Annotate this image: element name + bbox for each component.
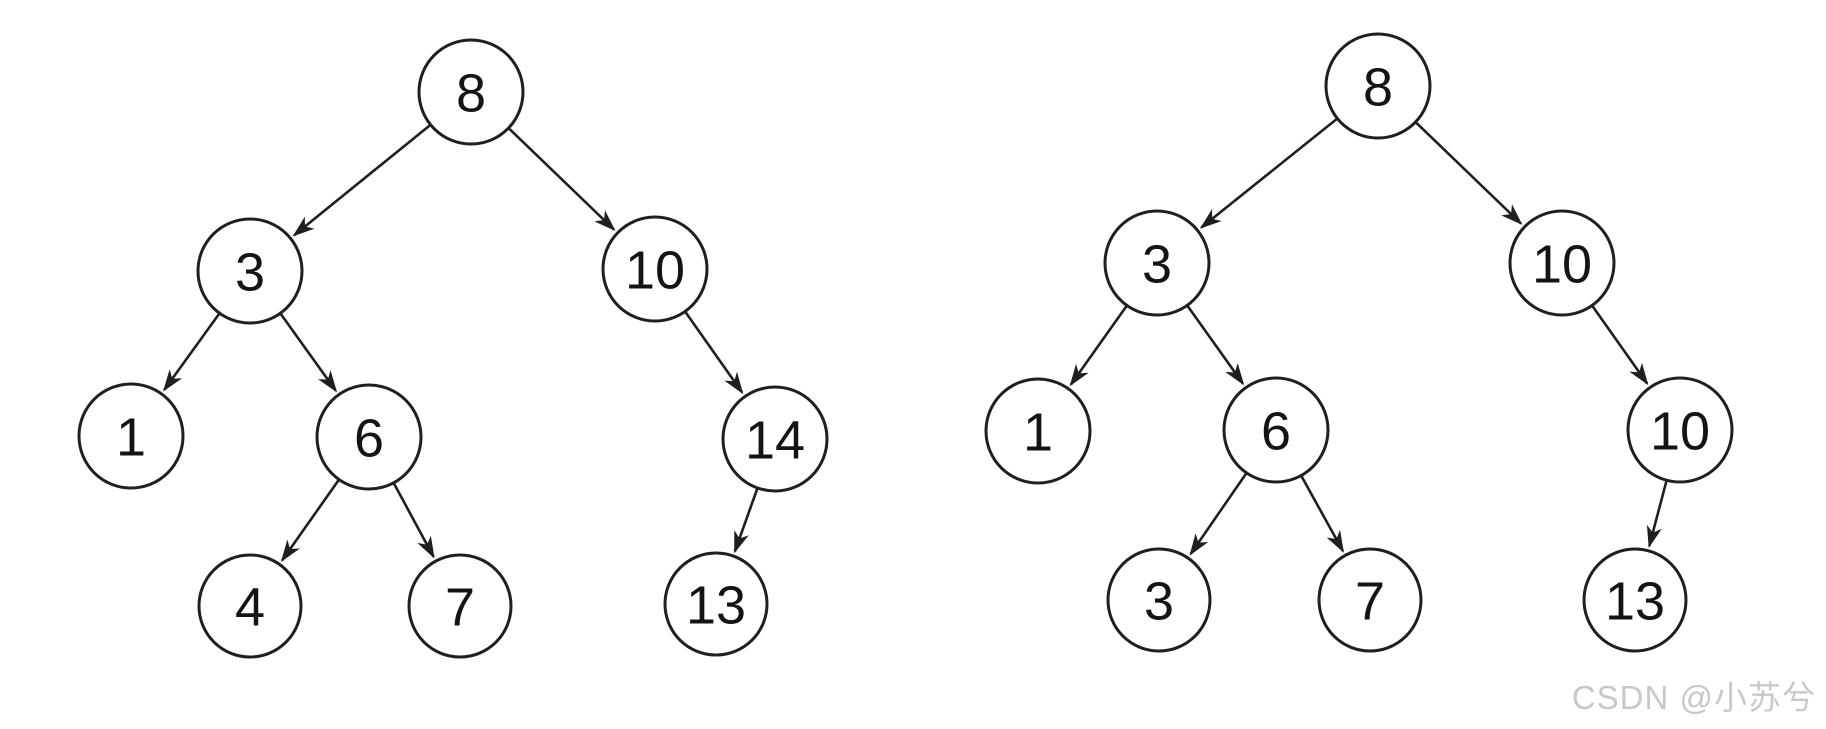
tree-node-label: 6	[1261, 401, 1291, 461]
tree-edge-r-rr	[1591, 305, 1649, 386]
tree-node-circle	[1222, 376, 1330, 484]
tree-edge-root-r	[1415, 121, 1523, 226]
tree-edge-rr-rrl	[733, 488, 759, 554]
tree-edge-root-r	[508, 127, 616, 232]
tree-node-circle	[601, 215, 709, 323]
tree-node-label: 6	[354, 408, 384, 468]
tree-node-label: 1	[1023, 402, 1053, 462]
tree-node-rr: 10	[1626, 376, 1734, 484]
tree-node-circle	[663, 551, 769, 657]
tree-node-circle	[197, 553, 303, 659]
tree-node-lr: 6	[315, 383, 423, 491]
tree-node-label: 10	[1650, 401, 1710, 461]
tree-node-label: 1	[116, 407, 146, 467]
tree-node-label: 3	[1142, 234, 1172, 294]
watermark: CSDN @小苏兮	[1571, 679, 1816, 716]
left-tree: 8 3 10 1 6 14 4 7 13	[77, 38, 829, 659]
tree-node-label: 14	[745, 410, 805, 470]
tree-edge-root-l	[1199, 118, 1338, 229]
tree-edge-lr-lrl	[1189, 472, 1248, 556]
tree-node-lrl: 3	[1106, 547, 1212, 653]
tree-node-lr: 6	[1222, 376, 1330, 484]
tree-node-label: 8	[1363, 57, 1393, 117]
tree-node-lrr: 7	[1317, 547, 1423, 653]
tree-node-r: 10	[601, 215, 709, 323]
tree-node-label: 10	[625, 240, 685, 300]
tree-edge-lr-lrr	[392, 483, 435, 559]
tree-node-circle	[1508, 209, 1616, 317]
tree-edge-l-ll	[163, 313, 221, 392]
tree-node-circle	[1324, 32, 1432, 140]
tree-edge-rr-rrl	[1646, 480, 1668, 549]
tree-node-circle	[721, 385, 829, 493]
tree-node-label: 3	[1144, 571, 1174, 631]
tree-node-ll: 1	[77, 382, 185, 490]
tree-node-circle	[315, 383, 423, 491]
tree-node-l: 3	[1103, 209, 1211, 317]
tree-node-circle	[1626, 376, 1734, 484]
tree-node-label: 7	[445, 577, 475, 637]
tree-node-circle	[1317, 547, 1423, 653]
tree-node-circle	[1106, 547, 1212, 653]
tree-node-label: 10	[1532, 234, 1592, 294]
tree-node-lrl: 4	[197, 553, 303, 659]
tree-edge-root-l	[292, 124, 431, 237]
tree-node-rr: 14	[721, 385, 829, 493]
tree-edge-lr-lrr	[1300, 475, 1345, 553]
tree-edge-l-ll	[1069, 305, 1128, 387]
tree-node-circle	[196, 217, 304, 325]
tree-edge-l-lr	[1186, 305, 1245, 386]
tree-node-label: 7	[1355, 571, 1385, 631]
tree-node-lrr: 7	[407, 553, 513, 659]
tree-node-circle	[984, 377, 1092, 485]
right-tree: 8 3 10 1 6 10 3 7 13	[984, 32, 1734, 653]
tree-node-label: 8	[456, 63, 486, 123]
tree-node-circle	[77, 382, 185, 490]
tree-node-label: 4	[235, 577, 265, 637]
tree-edge-l-lr	[279, 313, 338, 393]
tree-node-rrl: 13	[663, 551, 769, 657]
tree-node-r: 10	[1508, 209, 1616, 317]
tree-node-circle	[1582, 547, 1688, 653]
tree-node-root: 8	[417, 38, 525, 146]
tree-node-root: 8	[1324, 32, 1432, 140]
tree-node-circle	[417, 38, 525, 146]
tree-node-l: 3	[196, 217, 304, 325]
tree-node-label: 3	[235, 242, 265, 302]
tree-node-label: 13	[1605, 571, 1665, 631]
tree-edge-lr-lrl	[280, 479, 340, 562]
tree-edge-r-rr	[684, 311, 744, 395]
tree-node-ll: 1	[984, 377, 1092, 485]
tree-node-rrl: 13	[1582, 547, 1688, 653]
tree-node-label: 13	[686, 575, 746, 635]
tree-node-circle	[407, 553, 513, 659]
tree-node-circle	[1103, 209, 1211, 317]
